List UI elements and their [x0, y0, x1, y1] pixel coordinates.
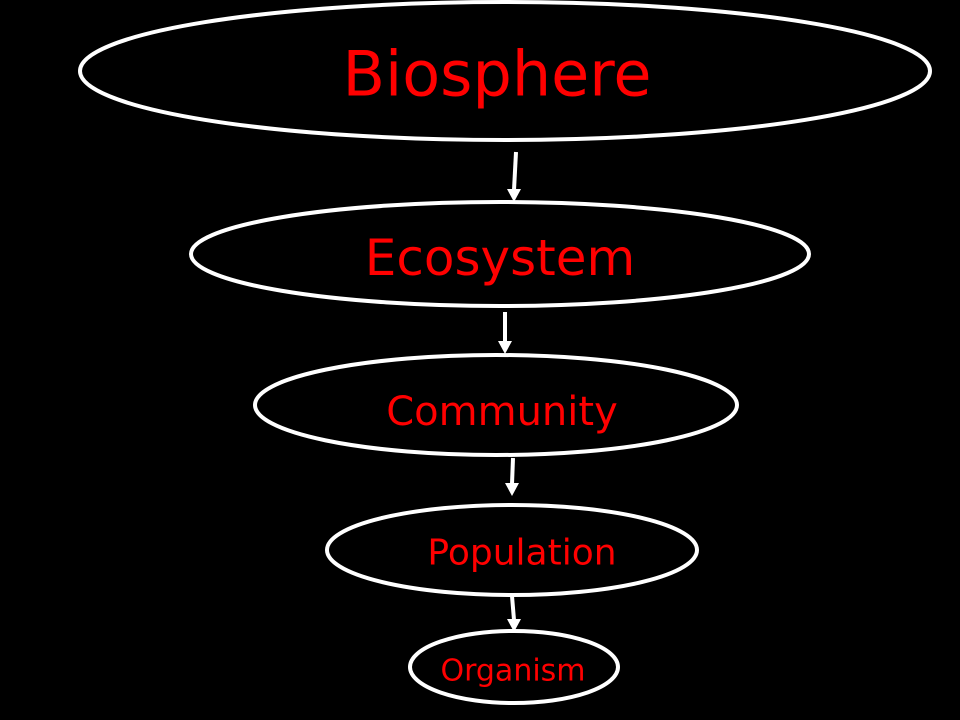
- level-population: Population: [325, 503, 699, 597]
- arrow-ecosystem-to-community: [498, 312, 512, 354]
- level-community: Community: [253, 353, 739, 457]
- biosphere-ellipse: [78, 0, 932, 142]
- level-organism: Organism: [408, 629, 620, 705]
- organism-ellipse: [408, 629, 620, 705]
- community-label: Community: [386, 389, 618, 435]
- biosphere-label: Biosphere: [342, 38, 651, 111]
- ecosystem-ellipse: [189, 200, 811, 308]
- level-ecosystem: Ecosystem: [189, 200, 811, 308]
- population-label: Population: [427, 533, 616, 574]
- organism-label: Organism: [440, 654, 585, 689]
- population-ellipse: [325, 503, 699, 597]
- arrow-population-to-organism: [507, 595, 521, 632]
- arrow-biosphere-to-ecosystem: [507, 151, 521, 202]
- community-ellipse: [253, 353, 739, 457]
- arrow-community-to-population: [505, 457, 519, 496]
- level-biosphere: Biosphere: [78, 0, 932, 142]
- ecosystem-label: Ecosystem: [365, 229, 635, 287]
